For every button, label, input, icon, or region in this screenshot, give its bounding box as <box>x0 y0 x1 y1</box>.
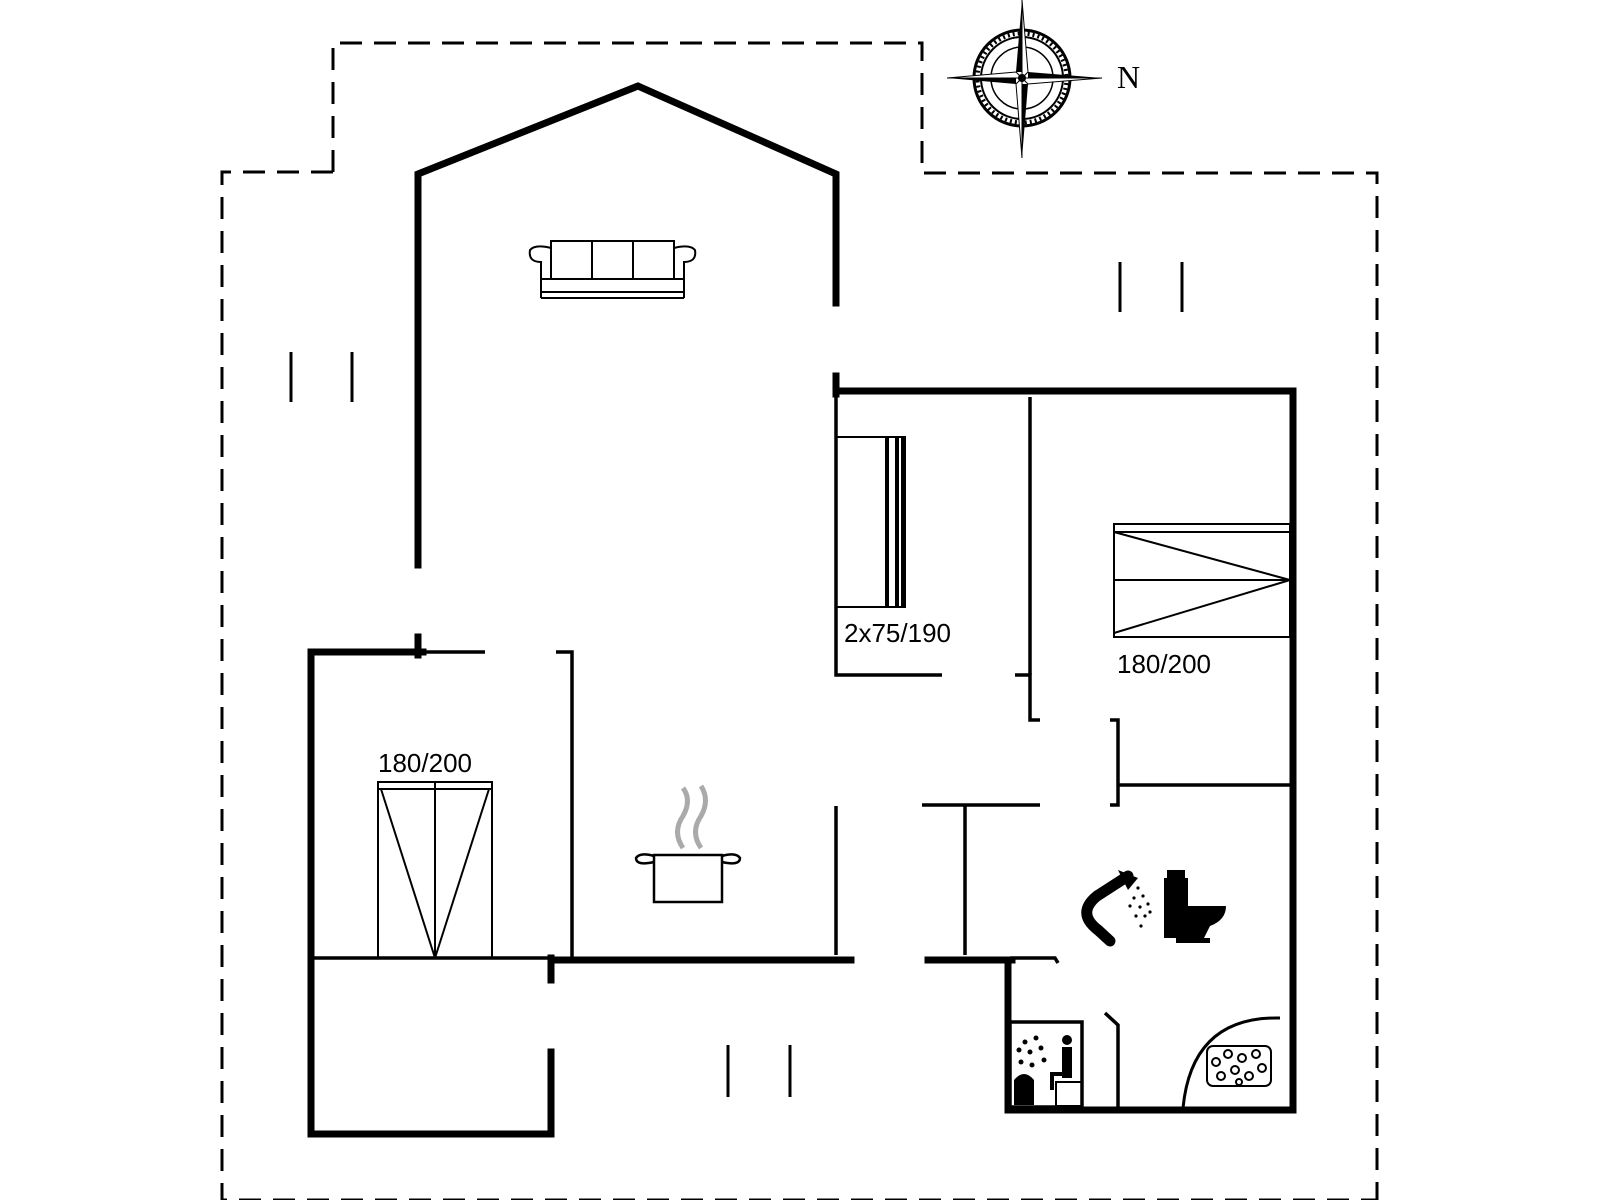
exterior-walls <box>307 82 1297 1138</box>
bed-size-label-west: 180/200 <box>378 748 472 778</box>
bed-size-label-twin: 2x75/190 <box>844 618 951 648</box>
twin-bed-icon <box>835 436 906 608</box>
north-label: N <box>1117 59 1140 95</box>
terrace-outline <box>220 41 1379 1200</box>
sauna-icon <box>1014 1035 1083 1107</box>
toilet-icon <box>1164 870 1226 943</box>
cooking-pot-icon <box>634 784 742 904</box>
double-bed-icon-west <box>377 781 493 959</box>
sofa-icon <box>528 240 697 299</box>
bed-size-label-east: 180/200 <box>1117 649 1211 679</box>
whirlpool-icon <box>1181 1016 1281 1109</box>
compass-rose-icon <box>946 0 1103 159</box>
shower-icon <box>1081 870 1152 947</box>
terrace-markers <box>289 262 1184 1097</box>
double-bed-icon-east <box>1113 523 1291 638</box>
